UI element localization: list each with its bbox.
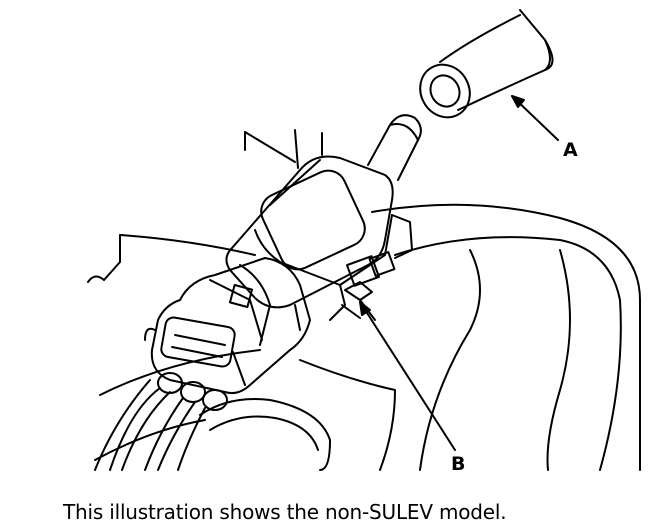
leader-line-a	[511, 95, 559, 141]
engine-body	[87, 203, 641, 471]
figure-caption: This illustration shows the non-SULEV mo…	[63, 500, 507, 524]
callout-label-b: B	[451, 453, 466, 475]
sensor-housing	[225, 155, 413, 331]
callout-label-a: A	[563, 139, 578, 161]
wire-harness	[94, 372, 228, 471]
upper-bracket	[244, 129, 323, 169]
sensor-nipple	[367, 114, 422, 181]
harness-connector	[144, 257, 311, 395]
leader-line-b	[359, 301, 456, 451]
vacuum-hose-a	[419, 9, 554, 119]
